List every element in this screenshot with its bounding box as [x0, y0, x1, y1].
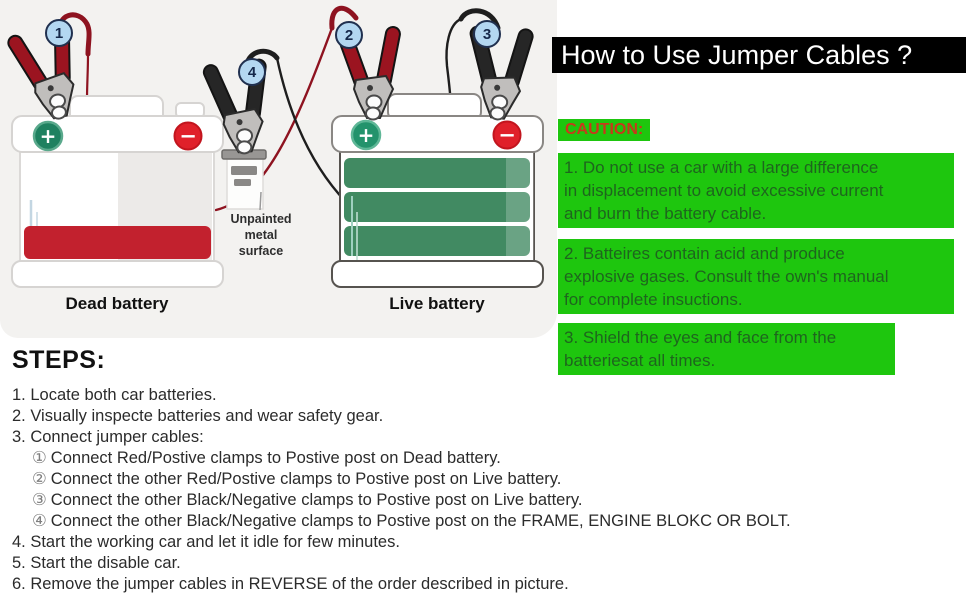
clamp-number-badge-4: 4	[238, 58, 266, 86]
minus-icon: −	[498, 123, 516, 147]
caution-item-2: 2. Batteires contain acid and produce ex…	[558, 239, 954, 314]
caution-item-1: 1. Do not use a car with a large differe…	[558, 153, 954, 228]
plus-icon: +	[40, 124, 57, 148]
dead-battery-fluid-bar	[24, 226, 211, 259]
step-2: 2. Visually inspecte batteries and wear …	[12, 407, 384, 425]
dead-battery: + −	[11, 95, 224, 288]
minus-icon: −	[179, 124, 197, 148]
unpainted-metal-surface	[221, 149, 267, 211]
step-4: 4. Start the working car and let it idle…	[12, 533, 400, 551]
dead-battery-minus-post: −	[173, 121, 203, 151]
step-3: 3. Connect jumper cables:	[12, 428, 204, 446]
battery-diagram: + −	[0, 0, 557, 338]
step-1: 1. Locate both car batteries.	[12, 386, 217, 404]
clamp-number-badge-1: 1	[45, 19, 73, 47]
battery-diagram-svg: + −	[3, 5, 544, 288]
circled-number-1-icon: ①	[32, 449, 47, 467]
plus-icon: +	[358, 123, 375, 147]
caution-heading: CAUTION:	[558, 119, 651, 141]
caution-item-3: 3. Shield the eyes and face from the bat…	[558, 323, 895, 375]
clamp-number-badge-3: 3	[473, 20, 501, 48]
live-battery-charge-bars	[344, 158, 530, 256]
dead-battery-label: Dead battery	[65, 294, 169, 313]
clamp-number-badge-2: 2	[335, 21, 363, 49]
steps-section: STEPS: 1. Locate both car batteries. 2. …	[12, 346, 791, 595]
step-5: 5. Start the disable car.	[12, 554, 181, 572]
steps-heading: STEPS:	[12, 346, 106, 374]
circled-number-3-icon: ③	[32, 491, 47, 509]
live-battery: + −	[331, 93, 544, 288]
live-battery-minus-post: −	[492, 120, 522, 150]
battery-shading	[506, 148, 534, 262]
dead-battery-plus-post: +	[32, 120, 64, 152]
circled-number-4-icon: ④	[32, 512, 47, 530]
unpainted-metal-label: Unpainted metal surface	[230, 212, 292, 258]
steps-list: 1. Locate both car batteries. 2. Visuall…	[12, 385, 791, 595]
circled-number-2-icon: ②	[32, 470, 47, 488]
live-battery-label: Live battery	[389, 294, 485, 313]
step-6: 6. Remove the jumper cables in REVERSE o…	[12, 575, 569, 593]
live-battery-plus-post: +	[350, 119, 382, 151]
page-title: How to Use Jumper Cables ?	[552, 37, 966, 73]
